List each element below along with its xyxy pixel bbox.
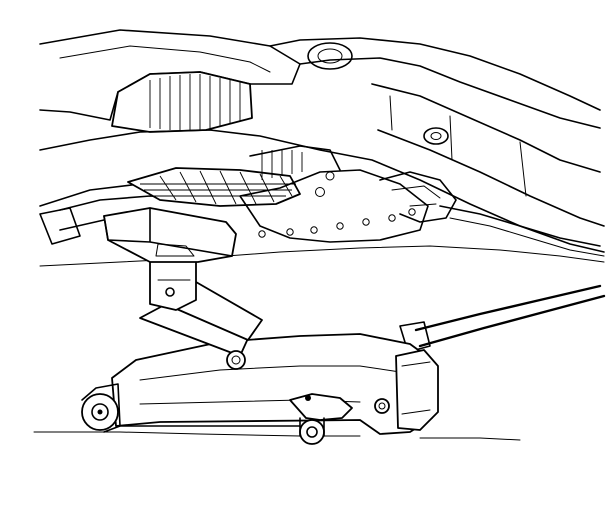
front-wheel-hub-icon [91,403,109,421]
bolt-boss-upper-inner [317,48,343,64]
frame-rail-right [439,205,601,247]
crossmember-hatching [149,74,241,131]
front-wheel-axle-icon [97,409,103,415]
bolt-icon [362,218,370,226]
caster-bolt-icon [305,395,311,401]
caster-wheel-hub-icon [306,426,318,438]
floor-jack [81,207,606,445]
jack-pump-housing [395,349,439,431]
jack-saddle-neck [155,243,195,257]
oil-pan [127,167,301,207]
bolt-icon [315,187,325,197]
caster-fork [299,417,325,437]
jack-pump-housing-detail [401,361,431,415]
floor-line-right [419,437,521,441]
transmission-housing-top [249,145,341,171]
side-panel-right [371,83,601,173]
bolt-icon [408,208,416,216]
caster-wheel-icon [299,419,325,445]
left-bracket [39,207,81,245]
rear-pivot-bolt-inner-icon [378,402,386,410]
panel-bolt-right-inner [430,132,442,140]
jack-chassis-side [111,333,437,435]
bolt-icon [388,214,396,222]
rear-pivot-bolt-icon [374,398,390,414]
frame-rail-right-inner [449,217,605,257]
side-panel-right-lower [377,129,605,227]
jack-chassis-inner [139,365,401,381]
saddle-pivot-icon [165,287,175,297]
bolt-icon [286,228,294,236]
jack-handle-top [414,284,602,332]
caster-bracket [289,393,353,421]
bolt-icon [325,171,335,181]
vehicle-underbody [39,29,605,267]
bolt-boss-upper [307,42,353,70]
mount-bracket-detail [391,185,441,207]
transmission-body [239,169,429,243]
front-wheel-housing [81,383,121,433]
transmission-bolts [258,171,416,238]
bolt-icon [258,230,266,238]
underbody-panel-left-inner [59,45,271,73]
body-outline-rail [299,57,601,129]
mount-bracket [379,171,457,223]
arm-pivot-bolt-inner-icon [231,355,241,365]
crossmember-block [111,71,253,133]
panel-bolt-right [423,127,449,145]
body-outline-upper [269,37,601,111]
transmission-ribs [261,150,303,180]
panel-seam-right [389,95,527,197]
bolt-icon [336,222,344,230]
arm-pivot-bolt-icon [226,350,246,370]
jack-handle-bottom [418,294,606,348]
bolt-icon [310,226,318,234]
